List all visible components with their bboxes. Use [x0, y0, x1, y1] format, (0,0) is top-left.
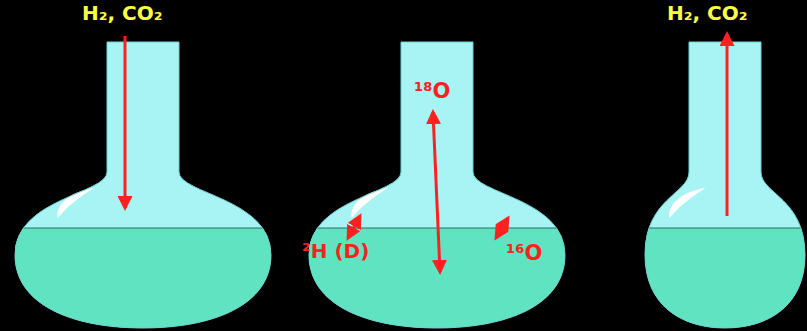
exchange-arrow: [496, 218, 508, 238]
flask: [297, 42, 577, 331]
exchange-arrow: [433, 112, 440, 272]
flask-outline: [15, 42, 271, 328]
label-text: ¹⁶O: [506, 242, 542, 265]
outflow-arrow: [726, 34, 729, 216]
liquid-surface: [585, 227, 807, 228]
glass-highlight: [351, 188, 387, 218]
liquid: [297, 228, 577, 331]
liquid-surface: [3, 227, 283, 228]
label-text: H₂, CO₂: [667, 2, 748, 24]
glass-highlight: [57, 188, 93, 218]
flask: [3, 42, 283, 331]
glass-highlight: [669, 188, 705, 218]
inflow-arrow: [124, 36, 127, 208]
label-text: ¹⁸O: [414, 80, 450, 103]
flask-outline: [645, 42, 805, 328]
flask: [585, 42, 807, 331]
liquid: [3, 228, 283, 331]
flask-outline: [309, 42, 565, 328]
exchange-arrow: [348, 216, 360, 238]
label-text: ²H (D): [302, 240, 369, 262]
label-text: H₂, CO₂: [82, 2, 163, 24]
